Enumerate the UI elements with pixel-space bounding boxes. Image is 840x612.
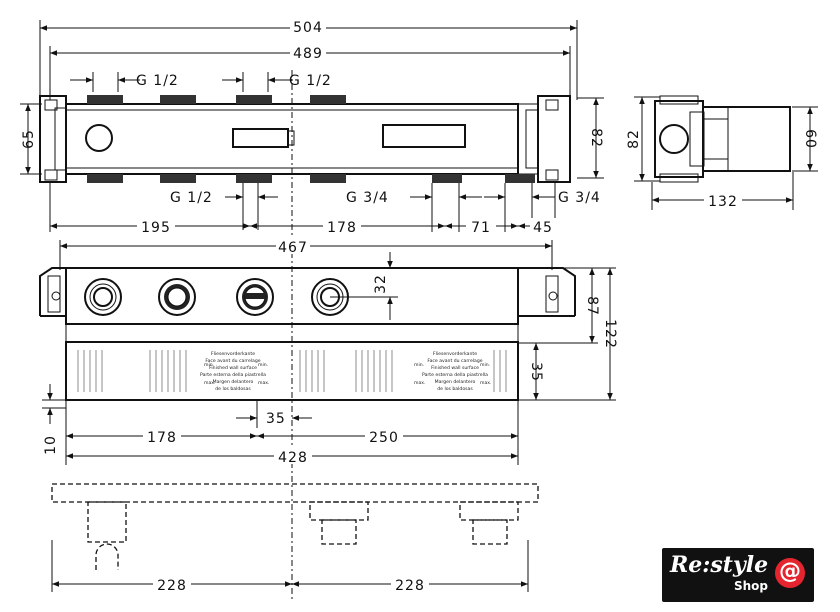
label-block-left: Fliesenvorderkante Face avant du carrela…	[200, 351, 269, 392]
svg-text:Face avant du carrelage: Face avant du carrelage	[205, 358, 260, 364]
dim-60-side: 60	[802, 129, 818, 149]
svg-text:min.: min.	[414, 362, 424, 368]
label-g12-bottom: G 1/2	[170, 190, 213, 206]
svg-text:max.: max.	[258, 381, 269, 386]
dim-178-top: 178	[327, 220, 357, 236]
dim-32: 32	[373, 274, 389, 294]
valve-3	[236, 278, 274, 316]
dim-467: 467	[278, 240, 308, 256]
dim-178-front: 178	[147, 430, 177, 446]
svg-text:max.: max.	[414, 381, 425, 386]
svg-text:Finished wall surface: Finished wall surface	[209, 365, 257, 371]
top-view: 504 489 G 1/2 G 1/2 65 82	[20, 19, 604, 600]
top-connectors	[87, 95, 535, 183]
dim-82-top: 82	[588, 128, 604, 148]
svg-text:Parte esterna della piastrella: Parte esterna della piastrella	[200, 372, 266, 378]
dim-228-left: 228	[157, 578, 187, 594]
dim-45: 45	[533, 220, 553, 236]
bottom-view: 228 228	[51, 483, 539, 594]
dim-250: 250	[369, 430, 399, 446]
dim-82-side: 82	[626, 129, 642, 149]
front-view: 467	[39, 238, 618, 466]
svg-text:max.: max.	[204, 381, 215, 386]
dim-489: 489	[293, 46, 323, 62]
svg-text:de los baldosas: de los baldosas	[437, 386, 473, 392]
dim-132-side: 132	[708, 194, 738, 210]
svg-text:Face avant du carrelage: Face avant du carrelage	[427, 358, 482, 364]
dim-10: 10	[43, 435, 59, 455]
dim-35-right: 35	[528, 362, 544, 382]
svg-text:Fliesenvorderkante: Fliesenvorderkante	[211, 351, 255, 357]
valve-4	[311, 278, 398, 316]
valve-1	[84, 278, 122, 316]
label-plate: Fliesenvorderkante Face avant du carrela…	[77, 350, 507, 392]
svg-text:Margen delantero: Margen delantero	[213, 379, 254, 385]
dim-428: 428	[278, 450, 308, 466]
svg-text:Margen delantero: Margen delantero	[435, 379, 476, 385]
valve-2	[158, 278, 196, 316]
restyle-shop-logo: Re:style Shop @	[662, 548, 814, 602]
side-view: 82 60 132	[626, 95, 818, 210]
dim-122: 122	[602, 319, 618, 349]
dim-228-right: 228	[395, 578, 425, 594]
at-icon: @	[775, 558, 805, 588]
svg-text:min.: min.	[204, 362, 214, 368]
svg-text:Finished wall surface: Finished wall surface	[431, 365, 479, 371]
svg-text:max.: max.	[480, 381, 491, 386]
dim-71: 71	[471, 220, 491, 236]
dim-87: 87	[584, 296, 600, 316]
svg-text:Fliesenvorderkante: Fliesenvorderkante	[433, 351, 477, 357]
svg-text:min.: min.	[480, 362, 490, 368]
dim-35-bottom: 35	[266, 411, 286, 427]
label-block-right: Fliesenvorderkante Face avant du carrela…	[414, 351, 491, 392]
label-g34-right: G 3/4	[558, 190, 601, 206]
dim-195: 195	[141, 220, 171, 236]
svg-text:de los baldosas: de los baldosas	[215, 386, 251, 392]
label-g12-top-left: G 1/2	[136, 73, 179, 89]
logo-brand: Re:style	[670, 552, 769, 578]
label-g12-top-right: G 1/2	[289, 73, 332, 89]
svg-text:min.: min.	[258, 362, 268, 368]
label-g34-left: G 3/4	[346, 190, 389, 206]
dim-65: 65	[21, 129, 37, 149]
dim-504: 504	[293, 20, 323, 36]
logo-sub: Shop	[734, 579, 769, 593]
svg-text:Parte esterna della piastrella: Parte esterna della piastrella	[422, 372, 488, 378]
